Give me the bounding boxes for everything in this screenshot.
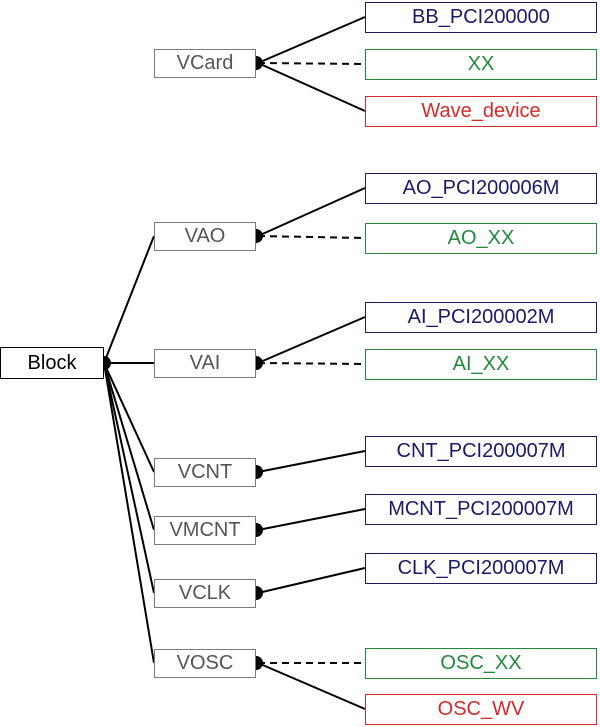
leaf-ao-pci200006m[interactable]: AO_PCI200006M	[365, 172, 597, 204]
port-vclk	[256, 586, 263, 600]
leaf-mcnt-pci200007m[interactable]: MCNT_PCI200007M	[365, 493, 597, 525]
node-vosc[interactable]: VOSC	[154, 648, 256, 678]
port-vao	[256, 229, 263, 243]
leaf-bb-pci200000[interactable]: BB_PCI200000	[365, 1, 597, 33]
port-vai	[256, 356, 263, 370]
port-vosc	[256, 656, 263, 670]
leaf-ai-xx[interactable]: AI_XX	[365, 348, 597, 380]
edge-vcard-to-leaf-1	[257, 62, 366, 65]
leaf-cnt-pci200007m[interactable]: CNT_PCI200007M	[365, 435, 597, 467]
leaf-clk-pci200007m[interactable]: CLK_PCI200007M	[365, 552, 597, 584]
edge-vcnt-to-leaf-0	[257, 450, 366, 473]
leaf-xx[interactable]: XX	[365, 48, 597, 80]
node-vcnt[interactable]: VCNT	[154, 457, 256, 487]
edge-block-to-vao	[103, 235, 155, 364]
edge-block-to-vcnt	[103, 362, 155, 473]
edge-block-to-vclk	[103, 362, 155, 594]
leaf-ao-xx[interactable]: AO_XX	[365, 222, 597, 254]
edge-vcard-to-leaf-2	[257, 62, 366, 112]
edge-vao-to-leaf-0	[257, 187, 366, 237]
leaf-wave-device[interactable]: Wave_device	[365, 95, 597, 127]
node-vcard[interactable]: VCard	[154, 48, 256, 78]
node-vclk[interactable]: VCLK	[154, 578, 256, 608]
edge-vmcnt-to-leaf-0	[257, 508, 366, 531]
port-vcard	[256, 56, 263, 70]
node-vai[interactable]: VAI	[154, 348, 256, 378]
node-vao[interactable]: VAO	[154, 221, 256, 251]
node-vmcnt[interactable]: VMCNT	[154, 515, 256, 545]
edge-block-to-vosc	[103, 362, 155, 664]
port-vcnt	[256, 465, 263, 479]
edge-block-to-vmcnt	[103, 362, 155, 531]
edge-vcard-to-leaf-0	[257, 16, 366, 64]
leaf-osc-xx[interactable]: OSC_XX	[365, 647, 597, 679]
edge-vosc-to-leaf-1	[257, 662, 366, 710]
port-vmcnt	[256, 523, 263, 537]
port-block	[104, 356, 111, 370]
leaf-ai-pci200002m[interactable]: AI_PCI200002M	[365, 301, 597, 333]
edge-vao-to-leaf-1	[257, 235, 366, 239]
leaf-osc-wv[interactable]: OSC_WV	[365, 693, 597, 725]
edge-vai-to-leaf-0	[257, 316, 366, 364]
edge-vai-to-leaf-1	[257, 362, 366, 365]
edge-vclk-to-leaf-0	[257, 567, 366, 594]
root-node-block[interactable]: Block	[0, 347, 104, 379]
